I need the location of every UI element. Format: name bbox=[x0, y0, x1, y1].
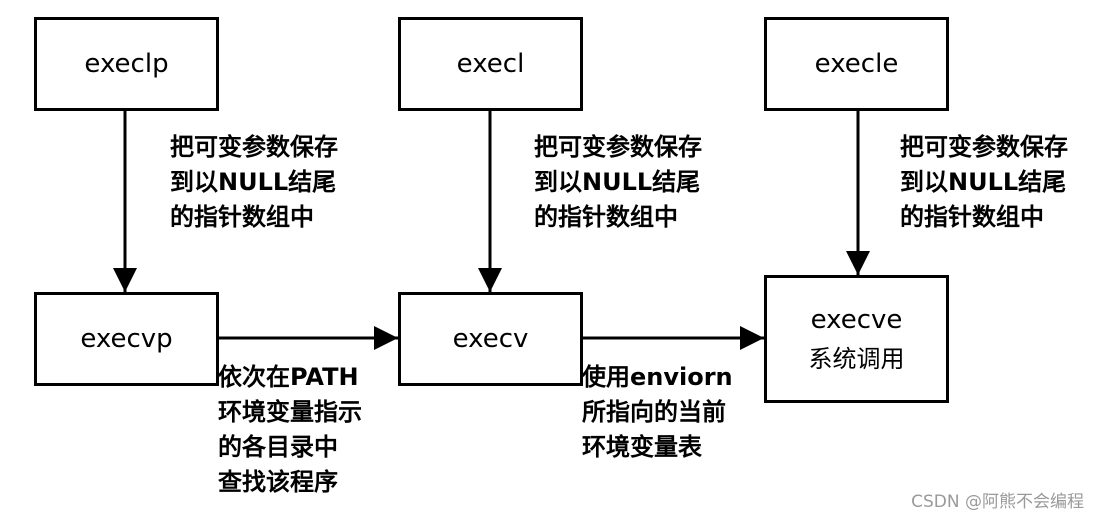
label-line: 把可变参数保存 bbox=[900, 133, 1068, 161]
label-execv-to-execve: 使用enviorn 所指向的当前 环境变量表 bbox=[582, 360, 733, 465]
box-execlp: execlp bbox=[34, 17, 219, 111]
label-execlp-to-execvp: 把可变参数保存 到以NULL结尾 的指针数组中 bbox=[170, 130, 338, 235]
label-line: 把可变参数保存 bbox=[170, 133, 338, 161]
label-line: 所指向的当前 bbox=[582, 398, 726, 426]
box-execl-label: execl bbox=[456, 49, 525, 79]
label-line: 把可变参数保存 bbox=[534, 133, 702, 161]
label-line: 的各目录中 bbox=[218, 433, 338, 461]
label-line: 的指针数组中 bbox=[900, 203, 1044, 231]
label-line: 到以NULL结尾 bbox=[170, 168, 337, 196]
arrowhead-execve-top bbox=[846, 251, 870, 275]
arrowhead-execv-top bbox=[478, 268, 502, 292]
box-execve: execve 系统调用 bbox=[764, 275, 949, 403]
arrowhead-execv-left bbox=[374, 326, 398, 350]
arrowhead-execve-left bbox=[740, 326, 764, 350]
box-execle-label: execle bbox=[814, 49, 899, 79]
label-execl-to-execv: 把可变参数保存 到以NULL结尾 的指针数组中 bbox=[534, 130, 702, 235]
box-execlp-label: execlp bbox=[84, 49, 169, 79]
label-execle-to-execve: 把可变参数保存 到以NULL结尾 的指针数组中 bbox=[900, 130, 1068, 235]
box-execvp: execvp bbox=[34, 292, 219, 386]
watermark: CSDN @阿熊不会编程 bbox=[911, 492, 1084, 512]
label-line: 到以NULL结尾 bbox=[534, 168, 701, 196]
label-line: 环境变量表 bbox=[582, 433, 702, 461]
box-execv: execv bbox=[398, 292, 583, 386]
label-line: 依次在PATH bbox=[218, 363, 359, 391]
box-execve-sublabel: 系统调用 bbox=[808, 344, 905, 373]
box-execve-label: execve bbox=[810, 304, 903, 335]
arrowhead-execvp bbox=[113, 268, 137, 292]
label-execvp-to-execv: 依次在PATH 环境变量指示 的各目录中 查找该程序 bbox=[218, 360, 362, 500]
label-line: 的指针数组中 bbox=[170, 203, 314, 231]
box-execvp-label: execvp bbox=[80, 324, 173, 354]
label-line: 查找该程序 bbox=[218, 468, 338, 496]
label-line: 环境变量指示 bbox=[218, 398, 362, 426]
box-execl: execl bbox=[398, 17, 583, 111]
label-line: 的指针数组中 bbox=[534, 203, 678, 231]
box-execv-label: execv bbox=[452, 324, 529, 354]
label-line: 到以NULL结尾 bbox=[900, 168, 1067, 196]
box-execle: execle bbox=[764, 17, 949, 111]
label-line: 使用enviorn bbox=[582, 363, 733, 391]
